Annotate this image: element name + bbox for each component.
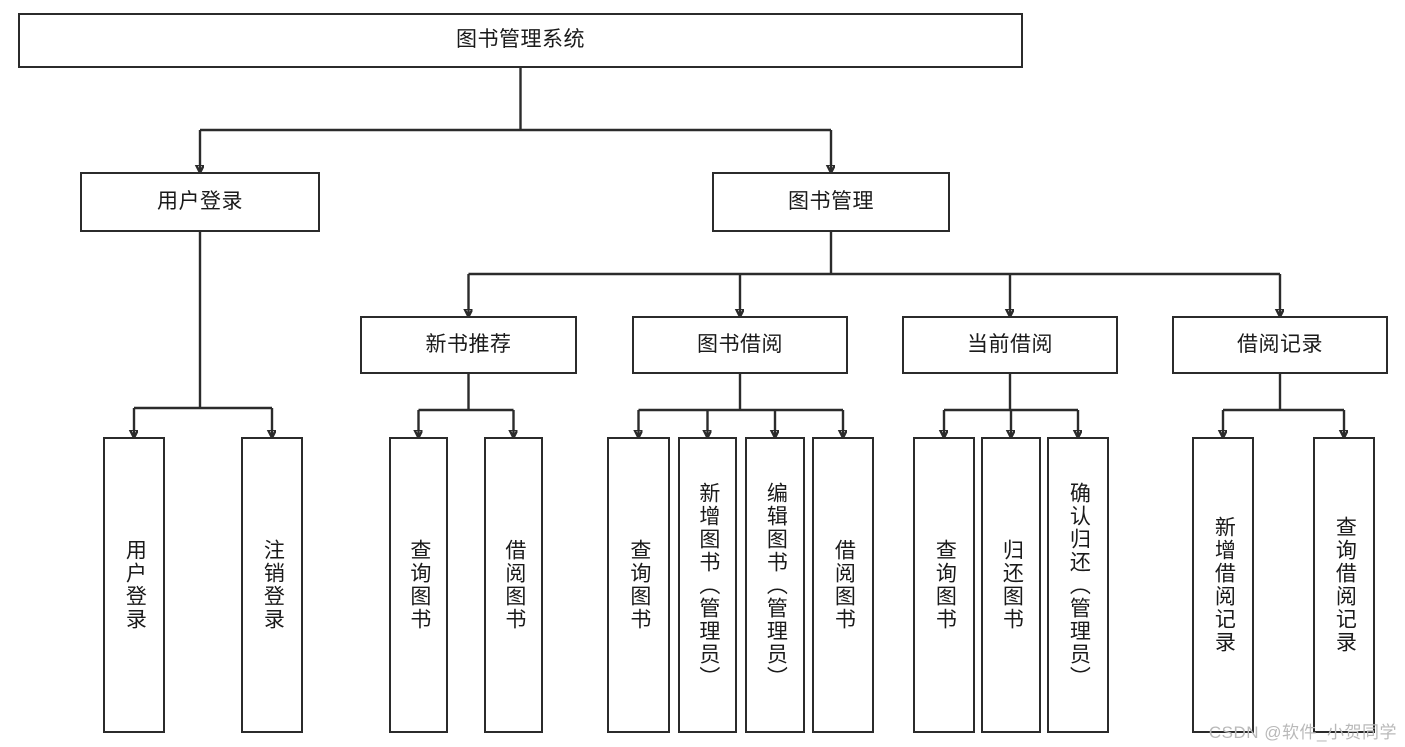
- node-label: 查询图书: [407, 539, 431, 631]
- edge-paths: [134, 68, 1344, 436]
- node-label: 图书管理: [788, 189, 874, 213]
- node-label: 图书借阅: [697, 332, 783, 356]
- node-label: 查询图书: [933, 539, 957, 631]
- node-leaf-7[interactable]: 编辑图书（管理员）: [745, 437, 805, 733]
- node-label: 借阅记录: [1237, 332, 1323, 356]
- node-label: 新增图书（管理员）: [696, 481, 720, 689]
- node-leaf-10[interactable]: 归还图书: [981, 437, 1041, 733]
- node-level2-2[interactable]: 图书管理: [712, 172, 950, 232]
- node-leaf-11[interactable]: 确认归还（管理员）: [1047, 437, 1109, 733]
- node-level3-1[interactable]: 新书推荐: [360, 316, 577, 374]
- node-level2-1[interactable]: 用户登录: [80, 172, 320, 232]
- node-leaf-13[interactable]: 查询借阅记录: [1313, 437, 1375, 733]
- node-level3-3[interactable]: 当前借阅: [902, 316, 1118, 374]
- node-label: 新书推荐: [425, 332, 512, 356]
- node-leaf-3[interactable]: 查询图书: [389, 437, 448, 733]
- node-label: 借阅图书: [832, 539, 856, 631]
- node-label: 注销登录: [261, 539, 285, 631]
- node-label: 用户登录: [157, 189, 243, 213]
- node-level3-4[interactable]: 借阅记录: [1172, 316, 1388, 374]
- node-leaf-2[interactable]: 注销登录: [241, 437, 303, 733]
- node-label: 归还图书: [1000, 539, 1024, 631]
- node-label: 查询图书: [627, 539, 651, 631]
- node-label: 编辑图书（管理员）: [764, 481, 788, 689]
- node-label: 查询借阅记录: [1333, 516, 1357, 654]
- node-leaf-4[interactable]: 借阅图书: [484, 437, 543, 733]
- node-leaf-9[interactable]: 查询图书: [913, 437, 975, 733]
- node-label: 图书管理系统: [456, 28, 585, 52]
- node-label: 借阅图书: [502, 539, 526, 631]
- node-label: 新增借阅记录: [1212, 516, 1236, 654]
- node-label: 当前借阅: [967, 332, 1053, 356]
- node-level3-2[interactable]: 图书借阅: [632, 316, 848, 374]
- node-leaf-1[interactable]: 用户登录: [103, 437, 165, 733]
- watermark: CSDN @软件_小贺同学: [1208, 723, 1397, 742]
- node-leaf-8[interactable]: 借阅图书: [812, 437, 874, 733]
- node-root[interactable]: 图书管理系统: [18, 13, 1023, 68]
- node-label: 用户登录: [123, 539, 147, 631]
- node-leaf-5[interactable]: 查询图书: [607, 437, 670, 733]
- node-leaf-6[interactable]: 新增图书（管理员）: [678, 437, 737, 733]
- node-label: 确认归还（管理员）: [1067, 481, 1091, 689]
- node-leaf-12[interactable]: 新增借阅记录: [1192, 437, 1254, 733]
